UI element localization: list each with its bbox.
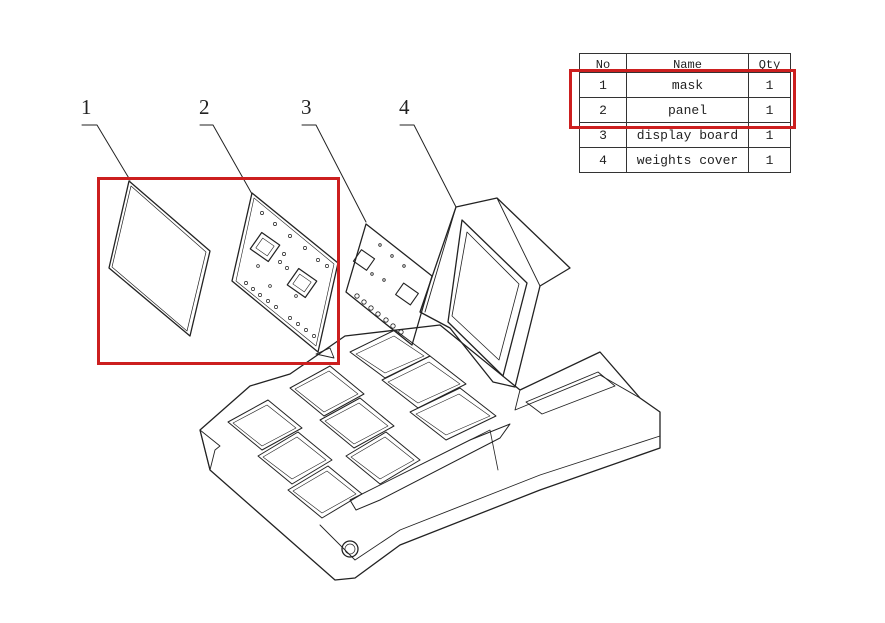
leader-line-1 <box>81 124 131 181</box>
weights-cover-part <box>199 197 661 581</box>
cell-no: 1 <box>579 72 627 98</box>
leader-line-3 <box>301 124 367 223</box>
table-row: 1 mask 1 <box>579 72 791 98</box>
highlight-box-parts <box>97 177 340 365</box>
callout-1: 1 <box>81 95 92 119</box>
cell-qty: 1 <box>748 97 791 123</box>
table-header-row: No Name Qty <box>579 53 791 73</box>
highlight-box-table-rows <box>569 69 796 129</box>
callout-3: 3 <box>301 95 312 119</box>
table-row: 4 weights cover 1 <box>579 147 791 173</box>
cell-name: weights cover <box>626 147 749 173</box>
leader-line-2 <box>199 124 253 195</box>
cell-qty: 1 <box>748 147 791 173</box>
callout-2: 2 <box>199 95 210 119</box>
table-row: 2 panel 1 <box>579 97 791 123</box>
leader-lines <box>81 124 457 223</box>
cell-no: 4 <box>579 147 627 173</box>
display-board-part <box>345 223 433 346</box>
callout-4: 4 <box>399 95 410 119</box>
panel-part <box>231 192 339 353</box>
leader-line-4 <box>399 124 457 208</box>
mask-part <box>108 180 211 337</box>
cell-name: panel <box>626 97 749 123</box>
